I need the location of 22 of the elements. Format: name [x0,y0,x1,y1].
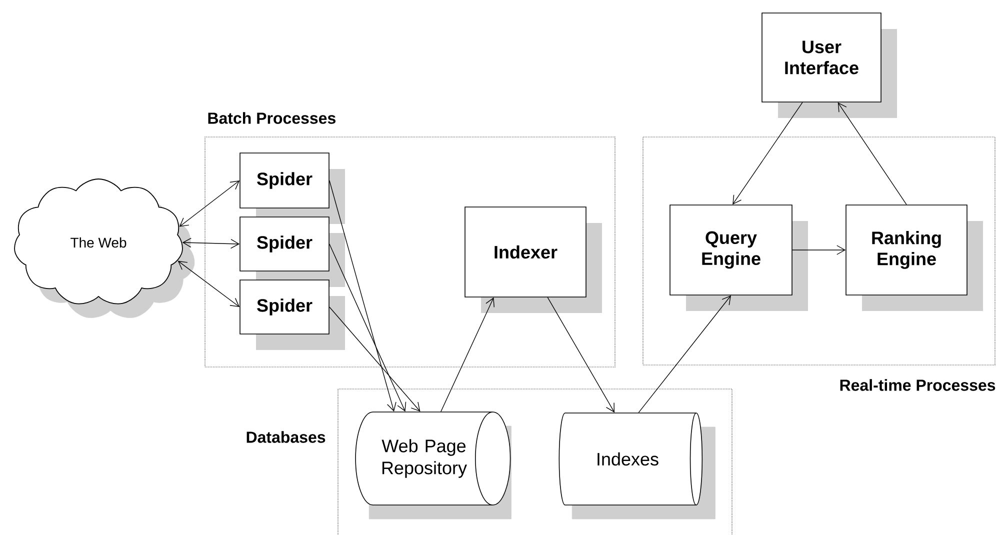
arrow [732,102,803,205]
process-box: User Interface [762,12,897,118]
arrow [792,245,846,255]
node-label: Batch Processes [208,112,336,124]
arrow [329,180,396,412]
process-box: Spider [240,216,345,287]
arrow [329,244,406,412]
process-box: Ranking Engine [846,204,983,311]
arrow [547,297,615,413]
process-box: Spider [240,280,345,350]
node-label: Databases [246,431,326,443]
arrow [329,306,420,412]
arrow [179,180,240,227]
arrow [440,297,494,412]
node-label: Real-time Processes [840,379,996,391]
process-box: Query Engine [670,204,808,311]
arrow [838,102,907,205]
process-box: Indexer [464,206,602,313]
process-box: Spider [240,152,345,224]
arrow [178,260,240,307]
arrow [638,295,731,413]
arrow [182,238,240,249]
